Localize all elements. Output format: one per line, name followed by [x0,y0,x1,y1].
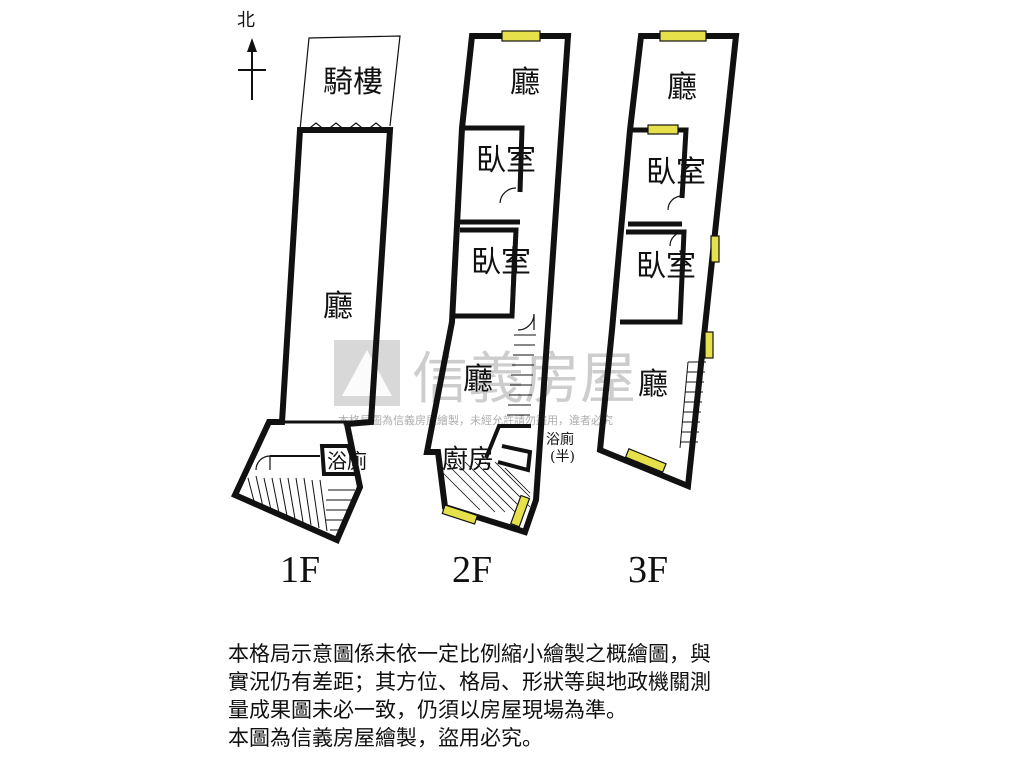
room-2f-kitchen: 廚房 [442,445,494,475]
room-2f-bedroom-1a: 臥室 [476,143,536,178]
room-3f-hall-front: 廳 [667,70,697,105]
compass: 北 [237,10,266,100]
window [501,30,541,42]
disclaimer-line: 本圖為信義房屋繪製，盜用必究。 [228,726,543,750]
watermark-logo [334,340,400,406]
watermark-brand: 信義房屋 [412,347,636,412]
floor-label-1f: 1F [280,549,320,591]
room-2f-hall-front: 廳 [510,65,540,100]
watermark-notice: 本格局圖為信義房屋繪製，未經允許請勿盜用，違者必究 [338,413,613,427]
disclaimer: 本格局示意圖係未依一定比例縮小繪製之概繪圖，與 實況仍有差距；其方位、格局、形狀… [228,640,828,752]
room-3f-bedroom-1: 臥室 [646,155,706,190]
window [441,504,479,525]
floor-2f: 廳 臥室 臥室 廳 廚房 浴廁 (半) [423,30,575,536]
window [659,30,707,42]
window [647,124,679,135]
room-3f-hall-rear: 廳 [638,367,668,402]
room-2f-half-bath-note: (半) [550,449,575,465]
room-3f-bedroom-2: 臥室 [636,249,696,284]
room-2f-half-bath: 浴廁 [546,431,574,448]
stairs-1f [247,475,355,532]
kitchen-hatch [439,461,531,513]
disclaimer-line: 實況仍有差距；其方位、格局、形狀等與地政機關測 [228,670,711,694]
room-1f-hall: 廳 [323,289,353,324]
floor-1f: 騎樓 廳 浴廁 [230,35,401,544]
room-1f-bathroom: 浴廁 [327,449,367,473]
room-2f-bedroom-2: 臥室 [471,245,531,280]
disclaimer-line: 量成果圖未必一致，仍須以房屋現場為準。 [228,698,627,722]
north-arrow-icon [247,38,257,52]
window [624,448,667,473]
window [710,235,720,263]
floor-label-3f: 3F [628,549,668,591]
stairs-2f [507,334,536,416]
room-1f-arcade: 騎樓 [323,65,383,100]
window [704,331,714,359]
stairs-3f [679,361,706,449]
north-label: 北 [237,10,255,31]
floor-3f: 廳 臥室 臥室 廳 [596,30,740,491]
disclaimer-line: 本格局示意圖係未依一定比例縮小繪製之概繪圖，與 [228,642,711,666]
room-2f-hall-rear: 廳 [463,362,493,397]
floor-label-2f: 2F [452,549,492,591]
window [509,494,531,528]
